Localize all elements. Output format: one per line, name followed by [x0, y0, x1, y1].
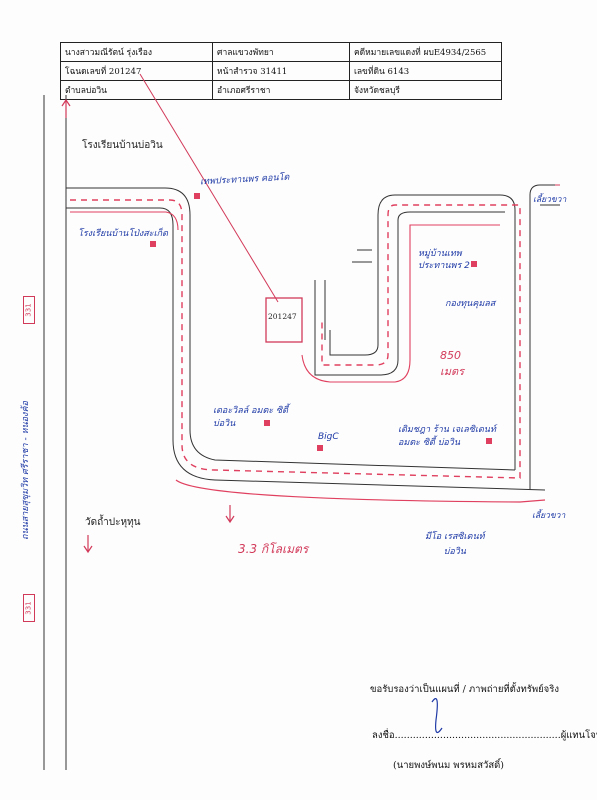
- parcel-rect: [265, 297, 303, 343]
- distance-km-label: 3.3 กิโลเมตร: [238, 542, 309, 556]
- marker-market: [486, 438, 492, 444]
- police-label: กองทุนคุมลส: [445, 299, 496, 309]
- road-number-bottom: 331: [23, 594, 35, 622]
- village-label: หมู่บ้านเทพ ประทานพร 2: [418, 249, 470, 271]
- sign-prefix: ลงชื่อ: [372, 730, 395, 741]
- bigc-label: BigC: [318, 432, 339, 442]
- district-cell: อำเภอศรีราชา: [212, 80, 350, 100]
- route-dashed: [70, 199, 521, 479]
- marker-villa: [264, 420, 270, 426]
- turn-right-label-2: เลี้ยวขวา: [532, 511, 566, 521]
- signature-scribble: [431, 698, 443, 734]
- market-label: เดิมชฎา ร้าน เจเลซิเดนท์ อมตะ ซิตี้ บ่อว…: [398, 425, 496, 448]
- temple-label: วัดถ้ำปะหุทุน: [85, 517, 141, 528]
- main-road-label: ถนนสายสุขุมวิท ศรีราชา - หนองค้อ: [21, 401, 31, 540]
- marker-village: [471, 261, 477, 267]
- sign-line: ลงชื่อ..................................…: [372, 728, 597, 743]
- certify-text: ขอรับรองว่าเป็นแผนที่ / ภาพถ่ายที่ตั้งทร…: [370, 684, 559, 695]
- villa-label: เดอะวิลล์ อมตะ ซิตี้ บ่อวิน: [213, 406, 288, 429]
- route-inner: [159, 207, 546, 491]
- road-number-top: 331: [23, 296, 35, 324]
- turn-right-label: เลี้ยวขวา: [533, 195, 567, 205]
- route-outer: [164, 187, 516, 471]
- sign-suffix: ผู้แทนโจทก์: [560, 730, 597, 741]
- distance-850-label: 850 เมตร: [440, 349, 465, 378]
- province-cell: จังหวัดชลบุรี: [348, 80, 503, 100]
- marker-bigc: [317, 445, 323, 451]
- signer-name: (นายพงษ์พนม พรหมสวัสดิ์): [393, 760, 504, 771]
- pointer-line: [139, 73, 279, 303]
- header-table: นางสาวมณีรัตน์ รุ่งเรือง ศาลแขวงพัทยา คด…: [59, 42, 503, 100]
- school-label: โรงเรียนบ้านบ่อวิน: [82, 140, 163, 151]
- marker-school2: [150, 241, 156, 247]
- marker-condo: [194, 193, 200, 199]
- subdistrict-cell: ตำบลบ่อวิน: [59, 80, 214, 100]
- school2-label: โรงเรียนบ้านโป่งสะเก็ด: [78, 229, 168, 239]
- parcel-label: 201247: [268, 312, 297, 321]
- mio-label: มีโอ เรสซิเดนท์ บ่อวิน: [425, 532, 485, 557]
